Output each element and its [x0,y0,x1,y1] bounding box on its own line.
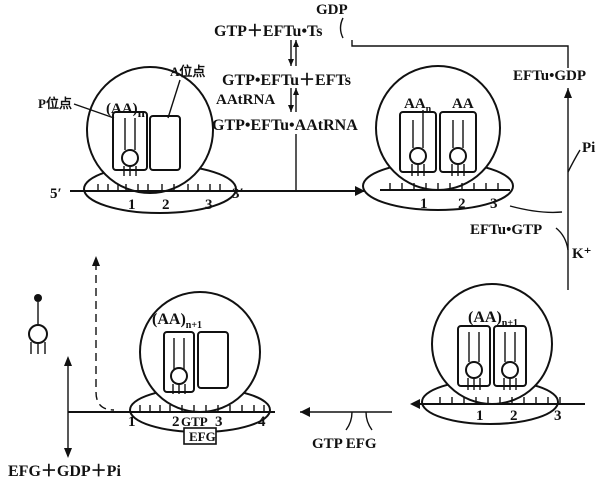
reaction-gtp-eftu-ts: GTP＋EFTu•Ts [214,23,322,40]
ribosome-1-five-prime: 5′ [50,186,62,202]
gtp-binding-arrow [556,228,568,250]
ribosome-3: (AA)n+1 1 2 GTP 3 4 EFG [68,292,275,444]
ribosome-3-codon-4: 4 [258,414,266,430]
ribosome-2-codon-1: 1 [420,196,428,212]
reaction-gtp-eftu-efts: GTP•EFTu＋EFTs [222,72,351,89]
ribosome-1-a-site-box [150,116,180,170]
ribosome-2-large-subunit [376,66,500,190]
gdp-release-arrow [341,18,344,38]
ribosome-1-codon-2: 2 [162,197,170,213]
ribosome-3-efg-label: EFG [189,429,216,444]
translocation-exit: EFG＋GDP＋Pi [8,256,121,480]
ribosome-2: AAn AA 1 2 3 [363,66,513,212]
ribosome-2-release-line [510,206,562,212]
label-eftu-gtp: EFTu•GTP [470,222,542,238]
ribosome-4-codon-3: 3 [554,408,562,424]
reaction-gdp: GDP [316,2,348,18]
ribosome-1-three-prime: 3′ [232,186,244,202]
eftu-recycle-line [352,40,568,68]
ribosome-1-codon-3: 3 [205,197,213,213]
label-eftu-gdp: EFTu•GDP [513,68,586,84]
ribosome-4: (AA)n+1 1 2 3 [410,284,585,424]
ribosome-1-a-site-label: A位点 [170,64,205,79]
ribosome-3-a-site-box [198,332,228,388]
released-trna [29,294,47,354]
reaction-aatrna: AAtRNA [216,92,275,108]
ribosome-2-aa-right: AA [452,96,474,112]
gtp-efg-entry-lines [346,412,372,430]
ribosome-3-gtp: GTP [181,414,208,429]
label-gtp-efg: GTP EFG [312,436,377,452]
pi-release-arrow [568,150,580,172]
ribosome-4-large-subunit [432,284,552,404]
label-k-plus: K⁺ [572,246,592,262]
ribosome-1-codon-1: 1 [128,197,136,213]
label-pi: Pi [582,140,595,156]
exit-dashed-path [96,262,114,410]
reaction-ternary-complex: GTP•EFTu•AAtRNA [212,117,358,134]
ribosome-3-codon-1: 1 [128,414,136,430]
ribosome-2-codon-2: 2 [458,196,466,212]
bottom-center-arrows: GTP EFG [300,407,392,452]
ribosome-4-codon-2: 2 [510,408,518,424]
ribosome-1-p-site-label: P位点 [38,96,72,111]
ribosome-4-codon-1: 1 [476,408,484,424]
ribosome-2-codon-3: 3 [490,196,498,212]
label-efg-gdp-pi: EFG＋GDP＋Pi [8,463,121,480]
ribosome-3-codon-2: 2 [172,414,180,430]
